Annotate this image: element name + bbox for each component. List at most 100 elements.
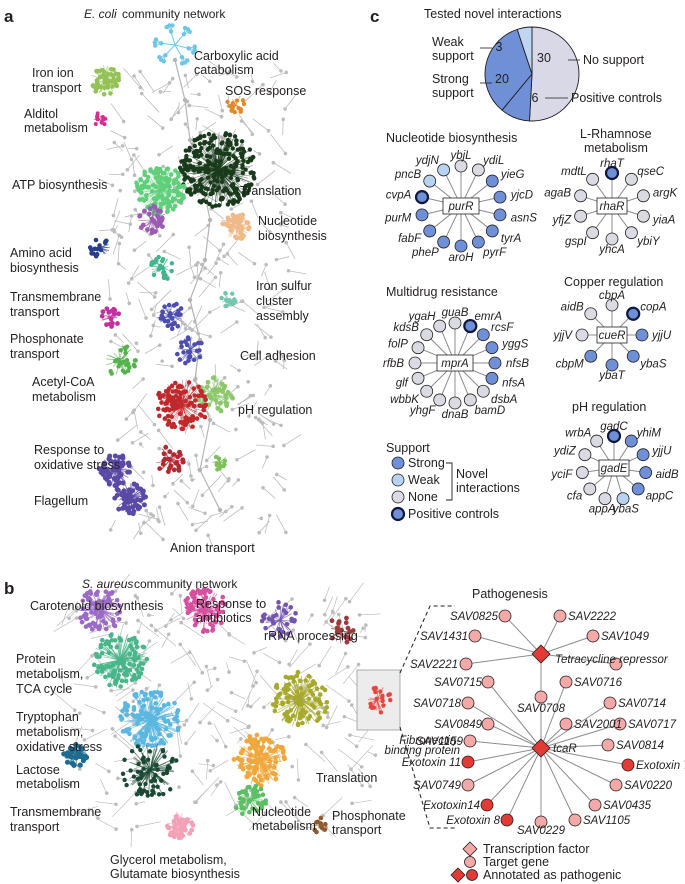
edge xyxy=(285,242,296,260)
node xyxy=(184,342,190,348)
edge xyxy=(61,677,66,691)
node xyxy=(236,478,241,482)
node xyxy=(122,370,128,375)
node xyxy=(359,765,364,769)
node xyxy=(78,744,84,751)
node xyxy=(203,167,208,173)
target-label: yjjU xyxy=(651,330,672,342)
node xyxy=(267,758,273,764)
edge xyxy=(296,758,299,780)
edge xyxy=(275,736,289,740)
node xyxy=(192,680,197,685)
node xyxy=(190,424,195,429)
node xyxy=(257,530,261,535)
target-label: cbpM xyxy=(556,358,585,370)
edge xyxy=(269,72,287,79)
edge xyxy=(111,688,130,691)
edge xyxy=(164,251,181,260)
node xyxy=(134,503,140,509)
edge xyxy=(192,771,204,786)
node xyxy=(204,600,210,606)
edge xyxy=(213,723,227,747)
network-label: Glutamate biosynthesis xyxy=(110,867,240,881)
node xyxy=(356,662,361,667)
node xyxy=(207,721,212,726)
edge xyxy=(126,407,137,420)
node xyxy=(111,67,116,72)
node xyxy=(326,715,330,719)
node xyxy=(103,626,109,632)
node xyxy=(107,599,112,605)
node xyxy=(319,750,324,755)
node xyxy=(185,500,190,505)
node xyxy=(205,688,210,692)
node xyxy=(290,597,294,601)
edge xyxy=(540,747,576,821)
node xyxy=(188,602,194,607)
node xyxy=(108,72,114,77)
node xyxy=(190,478,194,482)
node xyxy=(183,398,188,404)
node xyxy=(110,84,115,89)
node xyxy=(97,243,102,248)
node xyxy=(219,135,224,139)
node xyxy=(238,218,244,224)
gene-label: SAV0814 xyxy=(616,740,664,752)
node xyxy=(205,186,210,192)
edge xyxy=(174,44,189,49)
node xyxy=(164,823,170,829)
gene-label: SAV0718 xyxy=(413,698,462,710)
node xyxy=(212,666,217,671)
edge xyxy=(107,279,111,300)
node xyxy=(192,183,198,188)
node xyxy=(249,199,254,203)
edge xyxy=(465,653,542,665)
tf-label: rhaR xyxy=(600,201,625,213)
node xyxy=(330,609,335,614)
node xyxy=(195,117,199,121)
node xyxy=(251,393,256,398)
edge xyxy=(224,782,237,806)
pie-label: No support xyxy=(583,53,645,67)
node xyxy=(179,833,185,839)
node xyxy=(271,422,276,426)
network-label: assembly xyxy=(256,309,310,323)
node xyxy=(272,708,278,714)
node xyxy=(154,222,160,228)
node xyxy=(134,667,140,672)
node xyxy=(207,310,212,315)
node xyxy=(120,455,126,461)
node xyxy=(151,203,157,209)
node xyxy=(212,619,217,625)
node xyxy=(259,745,265,751)
node xyxy=(223,172,228,177)
node xyxy=(361,626,365,631)
target-node xyxy=(624,172,638,186)
node xyxy=(348,733,352,737)
node xyxy=(223,400,229,406)
node xyxy=(123,351,128,356)
node xyxy=(274,257,279,262)
node xyxy=(151,313,156,318)
legend-bracket-text: interactions xyxy=(456,481,520,495)
node xyxy=(99,637,105,643)
edge xyxy=(259,413,274,425)
edge xyxy=(204,219,211,261)
node xyxy=(123,729,129,734)
edge xyxy=(201,264,215,276)
node xyxy=(194,72,199,77)
node xyxy=(138,747,143,753)
edge xyxy=(223,239,238,257)
node xyxy=(136,761,141,767)
edge xyxy=(261,456,268,469)
edge xyxy=(177,503,189,521)
node xyxy=(171,452,177,457)
node xyxy=(191,357,197,363)
network-label: Phosphonate xyxy=(332,809,406,823)
edge xyxy=(136,821,161,827)
node xyxy=(113,681,118,686)
node xyxy=(141,766,146,771)
node xyxy=(318,823,324,829)
node xyxy=(292,795,297,800)
node xyxy=(181,616,186,621)
